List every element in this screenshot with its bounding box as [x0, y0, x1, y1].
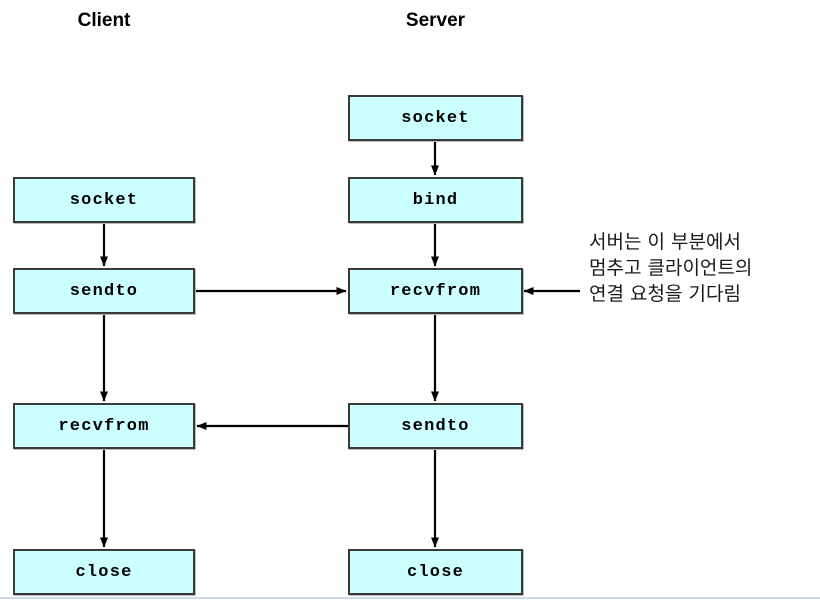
node-label: close	[406, 562, 464, 582]
node-server-close[interactable]: close	[348, 549, 523, 595]
bottom-divider	[0, 597, 820, 599]
column-header-client: Client	[77, 10, 131, 31]
node-server-recvfrom[interactable]: recvfrom	[348, 268, 523, 314]
annotation-server-waits: 서버는 이 부분에서 멈추고 클라이언트의 연결 요청을 기다림	[589, 229, 752, 307]
node-server-socket[interactable]: socket	[348, 95, 523, 141]
node-label: recvfrom	[389, 281, 482, 301]
column-header-server: Server	[405, 10, 466, 31]
annotation-line-1: 서버는 이 부분에서	[589, 231, 741, 253]
node-client-close[interactable]: close	[13, 549, 195, 595]
node-label: socket	[69, 190, 139, 210]
node-server-bind[interactable]: bind	[348, 177, 523, 223]
node-label: bind	[412, 190, 459, 210]
node-label: sendto	[401, 416, 470, 436]
node-client-sendto[interactable]: sendto	[13, 268, 195, 314]
node-client-socket[interactable]: socket	[13, 177, 195, 223]
annotation-line-3: 연결 요청을 기다림	[589, 283, 741, 305]
node-label: recvfrom	[58, 416, 150, 436]
node-label: sendto	[69, 281, 139, 301]
node-server-sendto[interactable]: sendto	[348, 403, 523, 449]
node-client-recvfrom[interactable]: recvfrom	[13, 403, 195, 449]
node-label: socket	[401, 108, 470, 128]
annotation-line-2: 멈추고 클라이언트의	[589, 257, 753, 279]
node-label: close	[75, 562, 133, 582]
